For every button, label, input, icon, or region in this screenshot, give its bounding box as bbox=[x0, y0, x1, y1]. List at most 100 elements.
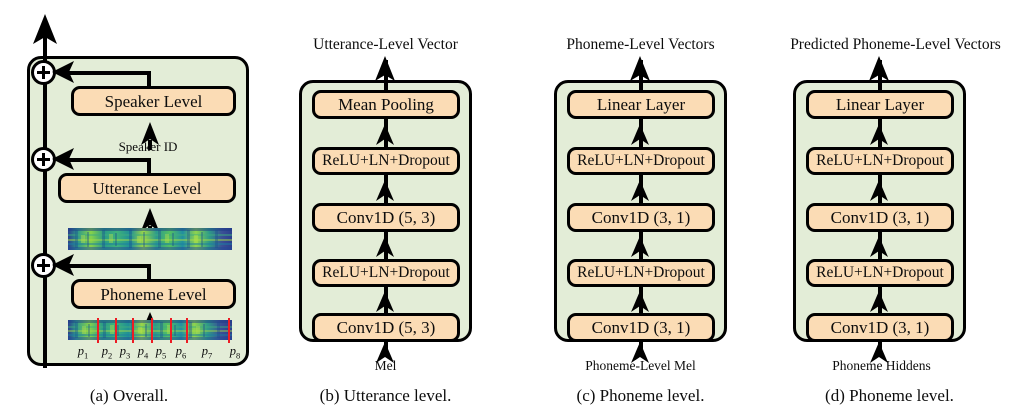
box-utterance-level[interactable]: Utterance Level bbox=[58, 173, 236, 203]
panel-c-bottom-label: Phoneme-Level Mel bbox=[585, 358, 696, 373]
box-d-conv1d-2-label: Conv1D (3, 1) bbox=[830, 208, 930, 227]
phoneme-feedback-arrow-icon bbox=[52, 254, 74, 276]
speaker-id-line bbox=[148, 140, 152, 150]
trunk-arrow-icon bbox=[33, 14, 57, 44]
panel-b-input-arrow-icon bbox=[376, 342, 394, 363]
panel-d-arrow-icon-2 bbox=[870, 236, 888, 257]
box-d-conv1d-2[interactable]: Conv1D (3, 1) bbox=[806, 203, 954, 232]
phoneme-letter: p bbox=[229, 344, 236, 358]
box-b-relu-ln-dropout-2[interactable]: ReLU+LN+Dropout bbox=[312, 147, 460, 175]
utterance-mel-arrow-icon bbox=[141, 208, 159, 231]
box-b-mean-pooling-label: Mean Pooling bbox=[338, 95, 434, 114]
phoneme-index: 1 bbox=[84, 350, 89, 361]
phoneme-index: 2 bbox=[108, 350, 113, 361]
phoneme-label-p3: p3 bbox=[114, 344, 136, 361]
phoneme-index: 6 bbox=[182, 350, 187, 361]
panel-c-input-arrow-icon bbox=[631, 342, 649, 363]
speaker-id-label: Speaker ID bbox=[118, 139, 178, 154]
phoneme-divider bbox=[132, 318, 135, 343]
panel-predicted-phoneme-level: Predicted Phoneme-Level Vectors Linear L… bbox=[768, 0, 1023, 418]
box-phoneme-level[interactable]: Phoneme Level bbox=[71, 279, 236, 309]
box-d-relu-ln-dropout-1[interactable]: ReLU+LN+Dropout bbox=[806, 259, 954, 287]
panel-d-bottom-label: Phoneme Hiddens bbox=[832, 358, 931, 373]
phoneme-letter: p bbox=[175, 344, 182, 358]
box-d-conv1d-1-label: Conv1D (3, 1) bbox=[830, 318, 930, 337]
box-b-relu-ln-dropout-2-label: ReLU+LN+Dropout bbox=[322, 152, 450, 170]
panel-b-arrow-icon-2 bbox=[376, 236, 394, 257]
phoneme-letter: p bbox=[77, 344, 84, 358]
panel-phoneme-level: Phoneme-Level Vectors Linear Layer ReLU+… bbox=[513, 0, 768, 418]
panel-b-bottom-label: Mel bbox=[374, 358, 397, 373]
box-c-relu-ln-dropout-2-label: ReLU+LN+Dropout bbox=[577, 152, 705, 170]
phoneme-index: 5 bbox=[162, 350, 167, 361]
phoneme-index: 7 bbox=[208, 350, 213, 361]
box-b-conv1d-1-label: Conv1D (5, 3) bbox=[336, 318, 436, 337]
phoneme-letter: p bbox=[137, 344, 144, 358]
box-c-linear-layer[interactable]: Linear Layer bbox=[567, 90, 715, 119]
box-c-conv1d-2[interactable]: Conv1D (3, 1) bbox=[567, 203, 715, 232]
box-c-conv1d-2-label: Conv1D (3, 1) bbox=[591, 208, 691, 227]
box-d-linear-layer-label: Linear Layer bbox=[835, 95, 925, 114]
box-speaker-level[interactable]: Speaker Level bbox=[71, 86, 236, 116]
panel-b-top-label: Utterance-Level Vector bbox=[313, 36, 458, 53]
main-trunk-line bbox=[43, 36, 47, 368]
phoneme-label-p4: p4 bbox=[132, 344, 154, 361]
box-b-relu-ln-dropout-1-label: ReLU+LN+Dropout bbox=[322, 264, 450, 282]
phoneme-divider bbox=[115, 318, 118, 343]
panel-d-arrow-icon-4 bbox=[870, 124, 888, 145]
box-d-conv1d-1[interactable]: Conv1D (3, 1) bbox=[806, 313, 954, 342]
panel-d-output-arrow-icon bbox=[869, 56, 889, 81]
box-c-relu-ln-dropout-2[interactable]: ReLU+LN+Dropout bbox=[567, 147, 715, 175]
phoneme-letter: p bbox=[201, 344, 208, 358]
box-d-linear-layer[interactable]: Linear Layer bbox=[806, 90, 954, 119]
panel-overall: Speaker Level Speaker ID Utterance Level bbox=[0, 0, 258, 418]
phoneme-divider bbox=[97, 318, 100, 343]
panel-c-arrow-icon-1 bbox=[631, 291, 649, 312]
caption-panel-c: (c) Phoneme level. bbox=[576, 386, 705, 405]
panel-d-arrow-icon-3 bbox=[870, 180, 888, 201]
box-c-linear-layer-label: Linear Layer bbox=[596, 95, 686, 114]
utterance-feedback-riser bbox=[147, 158, 151, 178]
panel-utterance-level: Utterance-Level Vector Mean Pooling ReLU… bbox=[258, 0, 513, 418]
panel-c-top-label: Phoneme-Level Vectors bbox=[566, 36, 715, 53]
panel-b-arrow-icon-4 bbox=[376, 124, 394, 145]
box-c-relu-ln-dropout-1-label: ReLU+LN+Dropout bbox=[577, 264, 705, 282]
phoneme-letter: p bbox=[119, 344, 126, 358]
speaker-feedback-line bbox=[64, 71, 150, 75]
box-b-conv1d-1[interactable]: Conv1D (5, 3) bbox=[312, 313, 460, 342]
phoneme-index: 3 bbox=[126, 350, 131, 361]
caption-panel-a: (a) Overall. bbox=[89, 386, 169, 405]
utterance-spectrogram bbox=[68, 228, 232, 250]
phoneme-feedback-line bbox=[64, 264, 150, 268]
phoneme-feedback-riser bbox=[147, 264, 151, 284]
phoneme-divider bbox=[151, 318, 154, 343]
caption-panel-d: (d) Phoneme level. bbox=[825, 386, 954, 405]
phoneme-label-p1: p1 bbox=[72, 344, 94, 361]
box-b-relu-ln-dropout-1[interactable]: ReLU+LN+Dropout bbox=[312, 259, 460, 287]
panel-d-input-arrow-icon bbox=[870, 342, 888, 363]
box-b-conv1d-2[interactable]: Conv1D (5, 3) bbox=[312, 203, 460, 232]
phoneme-label-p8: p8 bbox=[224, 344, 246, 361]
speaker-id-arrow-icon bbox=[141, 122, 159, 145]
phoneme-label-p7: p7 bbox=[196, 344, 218, 361]
box-b-mean-pooling[interactable]: Mean Pooling bbox=[312, 90, 460, 119]
phoneme-index: 4 bbox=[144, 350, 149, 361]
box-d-relu-ln-dropout-2[interactable]: ReLU+LN+Dropout bbox=[806, 147, 954, 175]
box-b-conv1d-2-label: Conv1D (5, 3) bbox=[336, 208, 436, 227]
phoneme-letter: p bbox=[155, 344, 162, 358]
phoneme-label-p6: p6 bbox=[170, 344, 192, 361]
panel-d-arrow-icon-1 bbox=[870, 291, 888, 312]
panel-c-arrow-icon-3 bbox=[631, 180, 649, 201]
box-speaker-level-label: Speaker Level bbox=[104, 91, 203, 111]
panel-b-output-arrow-icon bbox=[375, 56, 395, 81]
phoneme-divider bbox=[186, 318, 189, 343]
phoneme-index: 8 bbox=[236, 350, 241, 361]
panel-c-arrow-icon-4 bbox=[631, 124, 649, 145]
box-c-conv1d-1[interactable]: Conv1D (3, 1) bbox=[567, 313, 715, 342]
speaker-feedback-arrow-icon bbox=[52, 61, 74, 83]
panel-c-output-arrow-icon bbox=[630, 56, 650, 81]
phoneme-spectrogram bbox=[68, 320, 232, 340]
phoneme-divider bbox=[228, 318, 231, 343]
box-c-relu-ln-dropout-1[interactable]: ReLU+LN+Dropout bbox=[567, 259, 715, 287]
utterance-feedback-arrow-icon bbox=[52, 148, 74, 170]
